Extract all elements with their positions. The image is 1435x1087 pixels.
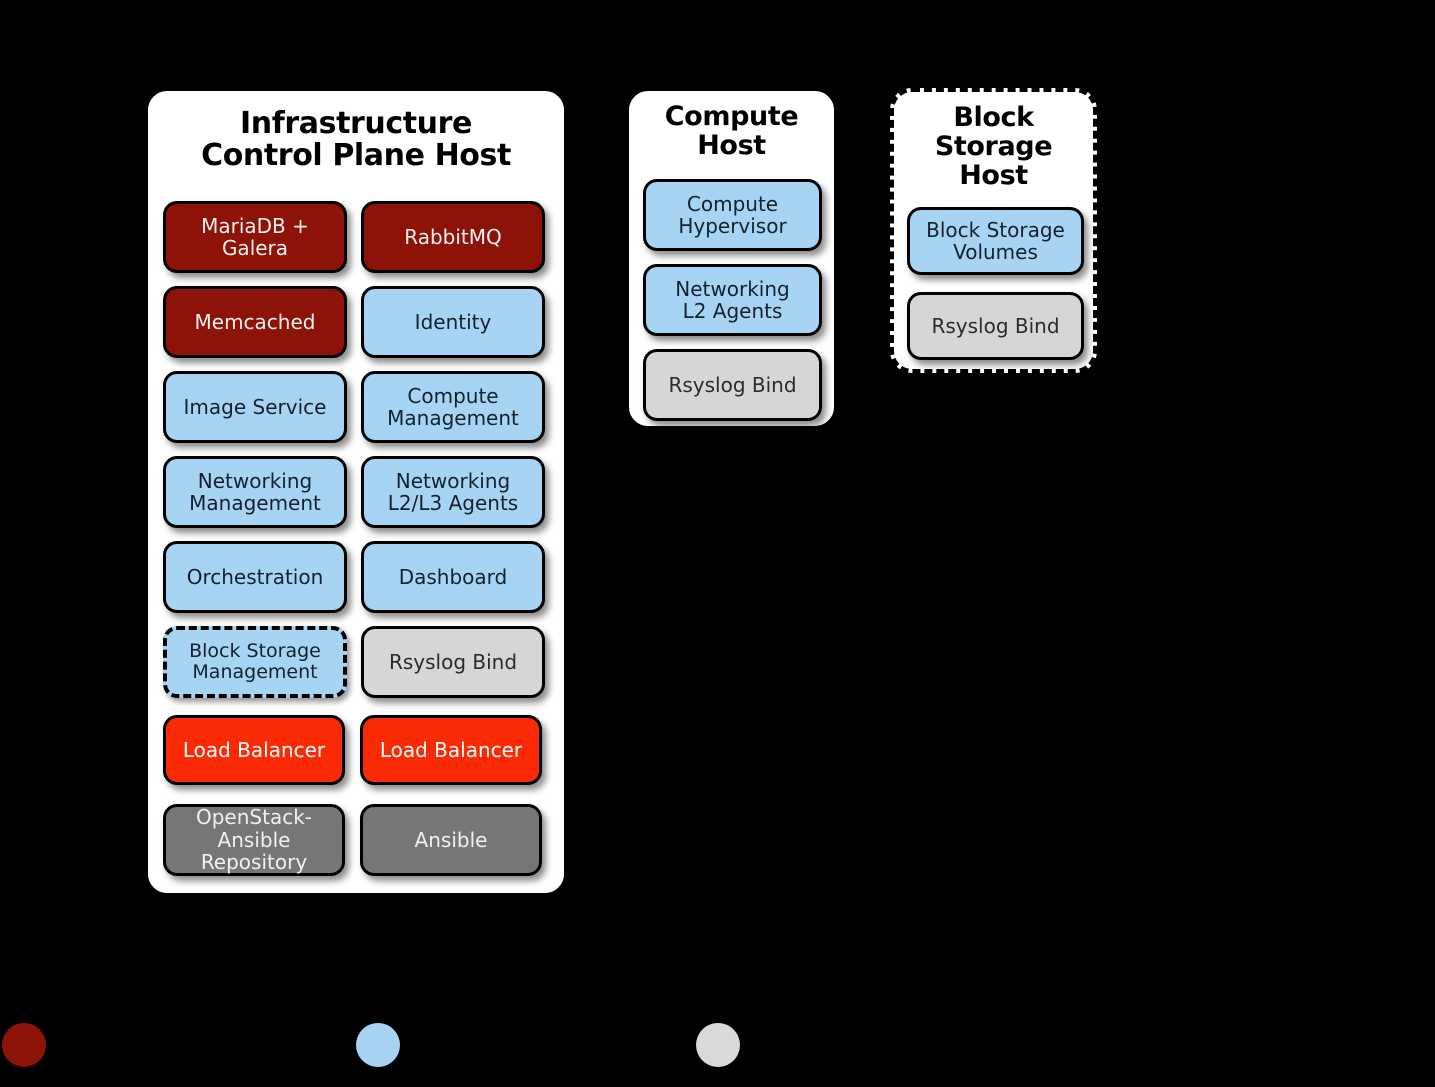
service-box-load-balancer-left[interactable]: Load Balancer <box>163 715 345 785</box>
service-box-orchestration[interactable]: Orchestration <box>163 541 347 613</box>
host-panel-infrastructure-control-plane-host: Infrastructure Control Plane Host MariaD… <box>145 88 567 896</box>
legend-item-dark-red <box>2 1023 60 1067</box>
service-box-compute-management[interactable]: Compute Management <box>361 371 545 443</box>
host-title-infrastructure-control-plane-host: Infrastructure Control Plane Host <box>201 106 511 174</box>
legend-dot-light-blue <box>356 1023 400 1067</box>
service-box-networking-l2-agents[interactable]: Networking L2 Agents <box>643 264 822 336</box>
service-box-compute-hypervisor[interactable]: Compute Hypervisor <box>643 179 822 251</box>
service-box-openstack-ansible-repository[interactable]: OpenStack- Ansible Repository <box>163 804 345 876</box>
service-box-rsyslog-bind-control-plane[interactable]: Rsyslog Bind <box>361 626 545 698</box>
host-panel-block-storage-host: Block Storage Host Block Storage Volumes… <box>890 88 1097 373</box>
service-box-ansible[interactable]: Ansible <box>360 804 542 876</box>
service-box-mariadb-galera[interactable]: MariaDB + Galera <box>163 201 347 273</box>
service-box-block-storage-management[interactable]: Block Storage Management <box>163 626 347 698</box>
legend-item-light-gray <box>696 1023 754 1067</box>
service-box-networking-management[interactable]: Networking Management <box>163 456 347 528</box>
legend-item-light-blue <box>356 1023 414 1067</box>
service-box-rsyslog-bind-compute[interactable]: Rsyslog Bind <box>643 349 822 421</box>
service-box-memcached[interactable]: Memcached <box>163 286 347 358</box>
service-box-block-storage-volumes[interactable]: Block Storage Volumes <box>907 207 1084 275</box>
service-box-dashboard[interactable]: Dashboard <box>361 541 545 613</box>
service-box-identity[interactable]: Identity <box>361 286 545 358</box>
legend-dot-dark-red <box>2 1023 46 1067</box>
service-box-rsyslog-bind-block-storage[interactable]: Rsyslog Bind <box>907 292 1084 360</box>
service-box-networking-l2-l3-agents[interactable]: Networking L2/L3 Agents <box>361 456 545 528</box>
host-title-compute-host: Compute Host <box>664 101 799 161</box>
host-panel-compute-host: Compute Host Compute Hypervisor Networki… <box>626 88 837 429</box>
service-box-load-balancer-right[interactable]: Load Balancer <box>360 715 542 785</box>
service-box-image-service[interactable]: Image Service <box>163 371 347 443</box>
legend-dot-light-gray <box>696 1023 740 1067</box>
service-box-rabbitmq[interactable]: RabbitMQ <box>361 201 545 273</box>
host-title-block-storage-host: Block Storage Host <box>934 102 1053 191</box>
